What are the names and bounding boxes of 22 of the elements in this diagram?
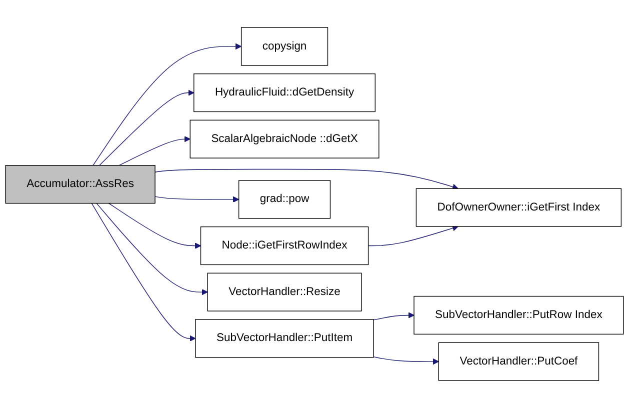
node-box: ScalarAlgebraicNode ::dGetX <box>190 120 380 158</box>
node-box: Node::iGetFirstRowIndex <box>200 226 369 266</box>
node-box: VectorHandler::Resize <box>207 272 362 312</box>
node-box: grad::pow <box>238 180 331 219</box>
node-box: SubVectorHandler::PutItem <box>195 319 374 358</box>
node-box: Accumulator::AssRes <box>5 165 156 204</box>
node-box: DofOwnerOwner::iGetFirst Index <box>416 188 622 227</box>
arrow <box>373 356 439 365</box>
node-box: SubVectorHandler::PutRow Index <box>414 296 624 335</box>
arrow <box>96 202 208 296</box>
node-box: HydraulicFluid::dGetDensity <box>194 73 376 112</box>
arrow <box>108 202 202 249</box>
node-box: VectorHandler::PutCoef <box>438 342 600 381</box>
arrow <box>373 312 414 320</box>
arrow <box>154 168 458 190</box>
arrow <box>154 196 240 203</box>
arrow <box>118 136 190 166</box>
node-box: copysign <box>240 27 328 66</box>
arrow <box>99 90 194 166</box>
arrow <box>368 225 458 246</box>
arrow <box>92 43 242 166</box>
arrow <box>91 202 196 342</box>
